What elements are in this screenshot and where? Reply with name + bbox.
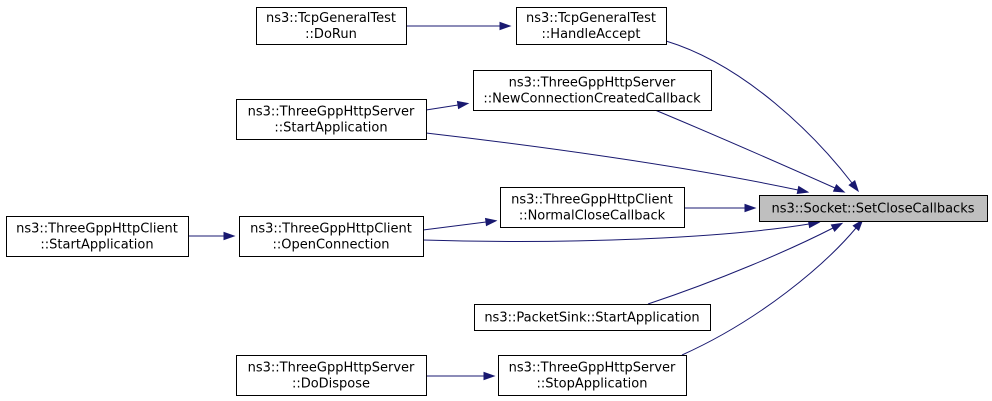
edge-server_startapp-to-server_newconn (425, 104, 459, 111)
node-label-line: ns3::ThreeGppHttpClient (250, 222, 412, 237)
node-socket_setclose[interactable]: ns3::Socket::SetCloseCallbacks (759, 195, 988, 222)
node-label-line: ::HandleAccept (542, 27, 641, 42)
arrowhead-client_openconn-to-client_normalclose (484, 217, 498, 227)
edge-server_startapp-to-socket_setclose (425, 132, 799, 191)
edge-server_stopapp-to-socket_setclose (681, 227, 857, 356)
edge-client_openconn-to-client_normalclose (422, 221, 487, 231)
node-box (239, 216, 424, 257)
node-label-line: ::NormalCloseCallback (519, 209, 666, 224)
node-label-line: ::StopApplication (537, 377, 648, 392)
node-tcp_handleaccept[interactable]: ns3::TcpGeneralTest::HandleAccept (516, 7, 667, 45)
node-label-line: ns3::TcpGeneralTest (266, 11, 396, 26)
node-client_normalclose[interactable]: ns3::ThreeGppHttpClient::NormalCloseCall… (500, 187, 685, 228)
node-label-line: ns3::ThreeGppHttpServer (509, 361, 676, 376)
node-box (473, 70, 712, 111)
edge-tcp_handleaccept-to-socket_setclose (665, 40, 853, 184)
node-box (500, 187, 685, 228)
node-server_newconn[interactable]: ns3::ThreeGppHttpServer::NewConnectionCr… (473, 70, 712, 111)
node-client_openconn[interactable]: ns3::ThreeGppHttpClient::OpenConnection (239, 216, 424, 257)
node-box (474, 304, 711, 331)
node-label-line: ::StartApplication (40, 238, 153, 253)
node-label-line: ns3::ThreeGppHttpServer (248, 361, 415, 376)
edge-server_newconn-to-socket_setclose (654, 109, 836, 189)
node-label-line: ns3::ThreeGppHttpClient (511, 193, 673, 208)
arrowhead-packetsink_startapp-to-socket_setclose (830, 222, 844, 232)
arrowhead-tcp_handleaccept-to-socket_setclose (848, 180, 860, 193)
edges-layer (188, 21, 864, 381)
node-label-line: ::StartApplication (274, 121, 387, 136)
arrowhead-server_startapp-to-socket_setclose (796, 185, 810, 195)
node-box (516, 7, 667, 45)
edge-client_openconn-to-socket_setclose (422, 223, 810, 243)
node-tcp_dorun[interactable]: ns3::TcpGeneralTest::DoRun (256, 7, 407, 45)
arrowhead-server_stopapp-to-socket_setclose (852, 219, 864, 232)
node-label-line: ::DoDispose (292, 377, 370, 392)
arrowhead-client_startapp-to-client_openconn (223, 231, 236, 241)
node-box (498, 355, 687, 396)
arrowhead-server_newconn-to-socket_setclose (832, 183, 846, 193)
node-label-line: ns3::TcpGeneralTest (526, 11, 656, 26)
node-server_startapp[interactable]: ns3::ThreeGppHttpServer::StartApplicatio… (236, 99, 427, 140)
arrowhead-server_startapp-to-server_newconn (456, 100, 470, 110)
node-label-line: ns3::ThreeGppHttpServer (509, 76, 676, 91)
node-client_startapp[interactable]: ns3::ThreeGppHttpClient::StartApplicatio… (6, 216, 189, 257)
node-packetsink_startapp[interactable]: ns3::PacketSink::StartApplication (474, 304, 711, 331)
node-server_dodispose[interactable]: ns3::ThreeGppHttpServer::DoDispose (236, 355, 427, 396)
node-box (759, 195, 988, 222)
node-label-line: ::OpenConnection (272, 238, 389, 253)
edge-packetsink_startapp-to-socket_setclose (647, 227, 834, 305)
arrowhead-client_normalclose-to-socket_setclose (744, 203, 757, 213)
node-label-line: ns3::ThreeGppHttpClient (16, 222, 178, 237)
node-label-line: ::DoRun (305, 27, 357, 42)
node-box (236, 99, 427, 140)
node-server_stopapp[interactable]: ns3::ThreeGppHttpServer::StopApplication (498, 355, 687, 396)
node-label-line: ns3::ThreeGppHttpServer (248, 105, 415, 120)
node-box (6, 216, 189, 257)
arrowhead-server_dodispose-to-server_stopapp (483, 371, 496, 381)
node-box (236, 355, 427, 396)
node-label-line: ::NewConnectionCreatedCallback (483, 92, 701, 107)
node-label-line: ns3::PacketSink::StartApplication (484, 311, 699, 326)
nodes-layer: ns3::TcpGeneralTest::DoRunns3::TcpGenera… (6, 7, 988, 396)
node-label-line: ns3::Socket::SetCloseCallbacks (771, 202, 974, 217)
node-box (256, 7, 407, 45)
arrowhead-tcp_dorun-to-tcp_handleaccept (499, 21, 512, 31)
